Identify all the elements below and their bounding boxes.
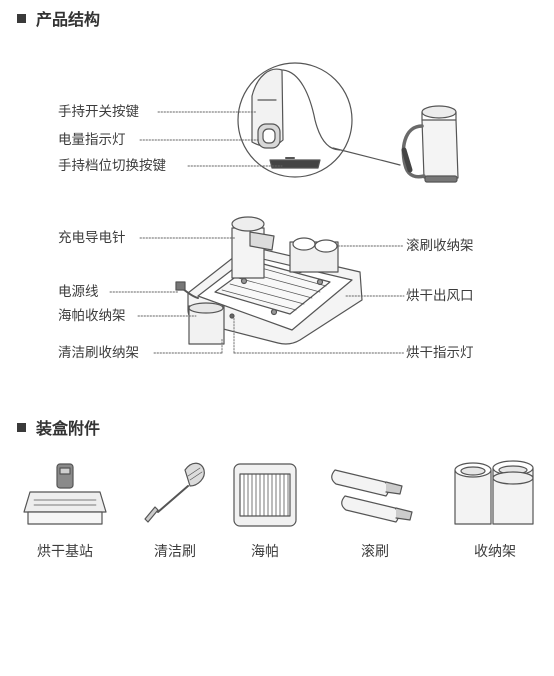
label-charging-pin: 充电导电针 (58, 230, 126, 246)
caption-hepa: 海帕 (251, 544, 279, 560)
caption-cleaning-brush: 清洁刷 (154, 544, 196, 560)
label-handle-switch-button: 手持开关按键 (58, 104, 139, 120)
handle-device (401, 105, 459, 183)
caption-drying-base: 烘干基站 (37, 544, 93, 560)
callout-leader-lines (109, 111, 405, 354)
label-dryer-indicator: 烘干指示灯 (406, 345, 474, 361)
section-header-structure: 产品结构 (17, 6, 100, 30)
label-roller-holder: 滚刷收纳架 (406, 238, 474, 254)
caption-storage-rack: 收纳架 (474, 544, 516, 560)
accessory-storage-rack-image (454, 460, 534, 525)
accessory-drying-base-image (23, 463, 107, 525)
label-dryer-outlet: 烘干出风口 (406, 288, 474, 304)
accessory-cleaning-brush-image (144, 462, 205, 523)
caption-roller-brush: 滚刷 (361, 544, 389, 560)
accessory-hepa-image (233, 463, 297, 527)
section-marker (17, 13, 26, 23)
label-filter-holder: 海帕收纳架 (58, 308, 126, 324)
section-title-accessories: 装盒附件 (36, 419, 101, 438)
section-header-accessories: 装盒附件 (17, 415, 100, 439)
section-title-structure: 产品结构 (36, 10, 101, 29)
section-marker (17, 422, 26, 432)
handle-detail-zoom (237, 62, 353, 178)
drying-base-illustration (175, 216, 363, 345)
label-handle-gear-button: 手持档位切换按键 (58, 158, 166, 174)
label-power-cord: 电源线 (58, 284, 99, 300)
accessory-roller-brush-image (331, 469, 413, 523)
label-brush-holder: 清洁刷收纳架 (58, 345, 139, 361)
label-battery-indicator: 电量指示灯 (58, 132, 126, 148)
zoom-connector-line (332, 147, 401, 166)
